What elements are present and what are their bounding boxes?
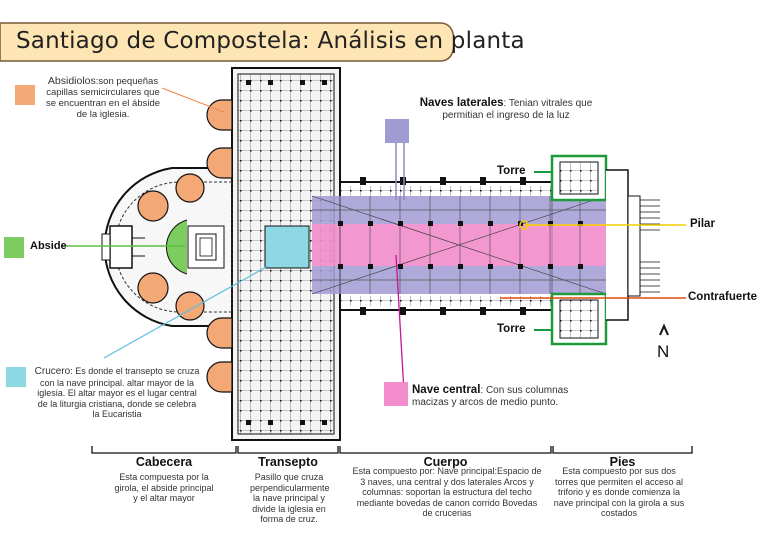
crucero-fill	[264, 225, 310, 269]
section-transepto-desc: Pasillo que cruza perpendicularmente la …	[250, 472, 330, 524]
section-cabecera-desc: Esta compuesta por la girola, el abside …	[114, 472, 214, 503]
abside-swatch	[4, 237, 24, 258]
nave-central-text: : Con sus columnas macizas y arcos de me…	[412, 385, 569, 408]
title-banner	[0, 22, 455, 62]
crucero-text: : Es donde el transepto se cruza con la …	[37, 366, 200, 419]
absidiolos-swatch	[15, 85, 35, 105]
naves-laterales-note: Naves laterales: Tenian vitrales que per…	[408, 97, 604, 122]
section-pies-title: Pies	[609, 455, 636, 469]
nave-central-swatch	[384, 382, 408, 406]
torre-bottom-label: Torre	[497, 323, 526, 335]
north-arrow	[659, 323, 669, 336]
naves-laterales-title: Naves laterales	[419, 97, 504, 109]
nave-central-note: Nave central: Con sus columnas macizas y…	[412, 384, 602, 409]
section-transepto-title: Transepto	[258, 455, 318, 469]
section-cabecera-title: Cabecera	[135, 455, 193, 469]
north-label: N	[657, 342, 670, 361]
abside-label: Abside	[30, 240, 67, 252]
section-cuerpo-title: Cuerpo	[423, 455, 468, 469]
absidiolos-text: :son pequeñas capillas semicirculares qu…	[45, 76, 161, 120]
crucero-title: Crucero	[34, 366, 71, 377]
naves-laterales-text: : Tenian vitrales que permitian el ingre…	[442, 98, 593, 121]
crucero-note: Crucero: Es donde el transepto se cruza …	[34, 366, 200, 420]
contrafuerte-label: Contrafuerte	[688, 291, 758, 303]
section-pies-desc: Esta compuesto por sus dos torres que pe…	[553, 466, 685, 518]
page-title: Santiago de Compostela: Análisis en plan…	[16, 28, 525, 54]
torre-top-label: Torre	[497, 165, 526, 177]
absidiolos-note: Absidiolos:son pequeñas capillas semicir…	[40, 75, 166, 121]
section-cuerpo-desc: Esta compuesto por: Nave principal:Espac…	[352, 466, 542, 518]
nave-central-title: Nave central	[412, 384, 481, 396]
crucero-swatch	[6, 367, 26, 387]
absidiolos-title: Absidiolos	[47, 75, 96, 87]
naves-laterales-swatch	[385, 119, 409, 143]
abside-fill	[166, 220, 187, 274]
pilar-label: Pilar	[690, 218, 715, 230]
